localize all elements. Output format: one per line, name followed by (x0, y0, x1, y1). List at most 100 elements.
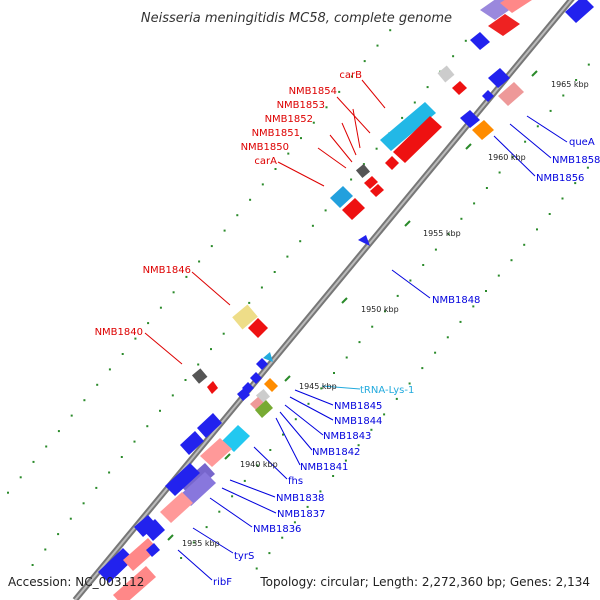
guide-dot (320, 387, 323, 390)
guide-dot (324, 209, 327, 212)
guide-dot (472, 305, 475, 308)
gene-label-NMB1843: NMB1843 (323, 431, 371, 442)
gene-box-NMB1840 (191, 368, 208, 384)
gene-arrow (197, 413, 222, 438)
gene-block-fhs (222, 425, 250, 452)
guide-dot (222, 332, 225, 335)
guide-dot (510, 259, 513, 262)
gene-block-carB-cyan (380, 102, 436, 151)
guide-dot (108, 368, 111, 371)
guide-dot (376, 44, 379, 47)
gene-block (498, 82, 524, 106)
gene-label-NMB1842: NMB1842 (312, 447, 360, 458)
gene-block-NMB1846 (232, 304, 258, 330)
guide-dot (286, 255, 289, 258)
guide-dot (133, 440, 136, 443)
guide-dot (464, 39, 467, 42)
guide-dot (485, 290, 487, 292)
guide-dot (332, 475, 335, 477)
guide-dot (57, 430, 60, 433)
gene-arrow-carB (393, 116, 442, 163)
guide-dot (205, 526, 208, 529)
gene-block-NMB1844 (264, 378, 278, 392)
guide-dot (198, 260, 201, 263)
guide-dot (434, 351, 437, 354)
gene-arrow (470, 32, 490, 50)
guide-dot (434, 248, 437, 251)
guide-dot (306, 505, 309, 508)
gene-arrow (180, 431, 204, 455)
gene-label-NMB1844: NMB1844 (334, 416, 382, 427)
guide-dot (396, 294, 399, 297)
guide-dot (548, 213, 551, 215)
guide-dot (273, 271, 276, 273)
tick-label: 1965 kbp (551, 80, 589, 89)
guide-dot (210, 348, 212, 351)
gene-label-NMB1853: NMB1853 (277, 100, 325, 111)
guide-dot (371, 325, 374, 328)
gene-label-NMB1858: NMB1858 (552, 155, 600, 166)
gene-arrow (452, 81, 467, 95)
guide-dot (159, 409, 161, 412)
gene-arrow (565, 0, 594, 23)
gene-arrow (207, 381, 218, 394)
guide-dot (260, 286, 263, 289)
gene-arrow (488, 14, 520, 36)
accession-text: Accession: NC_003112 (8, 575, 144, 589)
guide-dot (409, 279, 412, 282)
guide-dot (358, 341, 361, 344)
guide-dot (96, 383, 99, 386)
guide-dot (218, 510, 221, 513)
tick-label: 1955 kbp (423, 229, 461, 238)
guide-dot (236, 214, 239, 217)
guide-dot (413, 101, 416, 104)
guide-dot (446, 336, 449, 339)
dotted-guide-lines (7, 29, 590, 570)
tick-marks (167, 70, 538, 541)
gene-arrow (165, 463, 200, 496)
gene-arrow-NMB1848 (358, 235, 370, 246)
guide-dot (19, 476, 22, 479)
gene-label-fhs: fhs (288, 476, 303, 487)
gene-arrow-NMB1858 (460, 110, 480, 128)
gene-label-carB: carB (339, 70, 362, 81)
gene-arrow (134, 515, 157, 537)
gene-arrow-queA (488, 68, 510, 88)
guide-dot (408, 382, 411, 385)
guide-dot (333, 372, 335, 374)
guide-dot (497, 274, 500, 277)
guide-dot (524, 140, 527, 143)
gene-arrow (146, 543, 160, 557)
tick-label: 1950 kbp (361, 305, 399, 314)
guide-dot (511, 156, 514, 159)
gene-arrow (370, 184, 384, 197)
guide-dot (460, 217, 463, 220)
guide-dot (395, 397, 398, 400)
guide-dot (300, 137, 302, 140)
guide-dot (210, 245, 213, 248)
guide-dot (231, 495, 234, 498)
guide-dot (574, 182, 577, 185)
guide-dot (473, 202, 476, 205)
guide-dot (45, 445, 48, 448)
gene-block-NMB1836 (160, 492, 193, 523)
guide-dot (192, 541, 195, 544)
guide-dot (421, 367, 424, 370)
gene-label-NMB1850: NMB1850 (241, 142, 289, 153)
map-title: Neisseria meningitidis MC58, complete ge… (141, 11, 452, 26)
guide-dot (274, 168, 277, 170)
guide-dot (82, 502, 85, 505)
guide-dot (121, 353, 124, 355)
guide-dot (261, 183, 264, 186)
guide-dot (70, 414, 73, 417)
genome-summary-text: Topology: circular; Length: 2,272,360 bp… (259, 575, 590, 589)
gene-arrow-carA (342, 198, 365, 220)
tick-labels: 1935 kbp 1940 kbp 1945 kbp 1950 kbp 1955… (182, 80, 589, 548)
guide-dot (498, 171, 501, 174)
guide-dot (180, 557, 183, 559)
guide-dot (447, 233, 450, 236)
guide-dot (311, 224, 314, 227)
guide-dot (459, 320, 462, 323)
guide-dot (536, 125, 539, 128)
guide-dot (44, 548, 47, 551)
